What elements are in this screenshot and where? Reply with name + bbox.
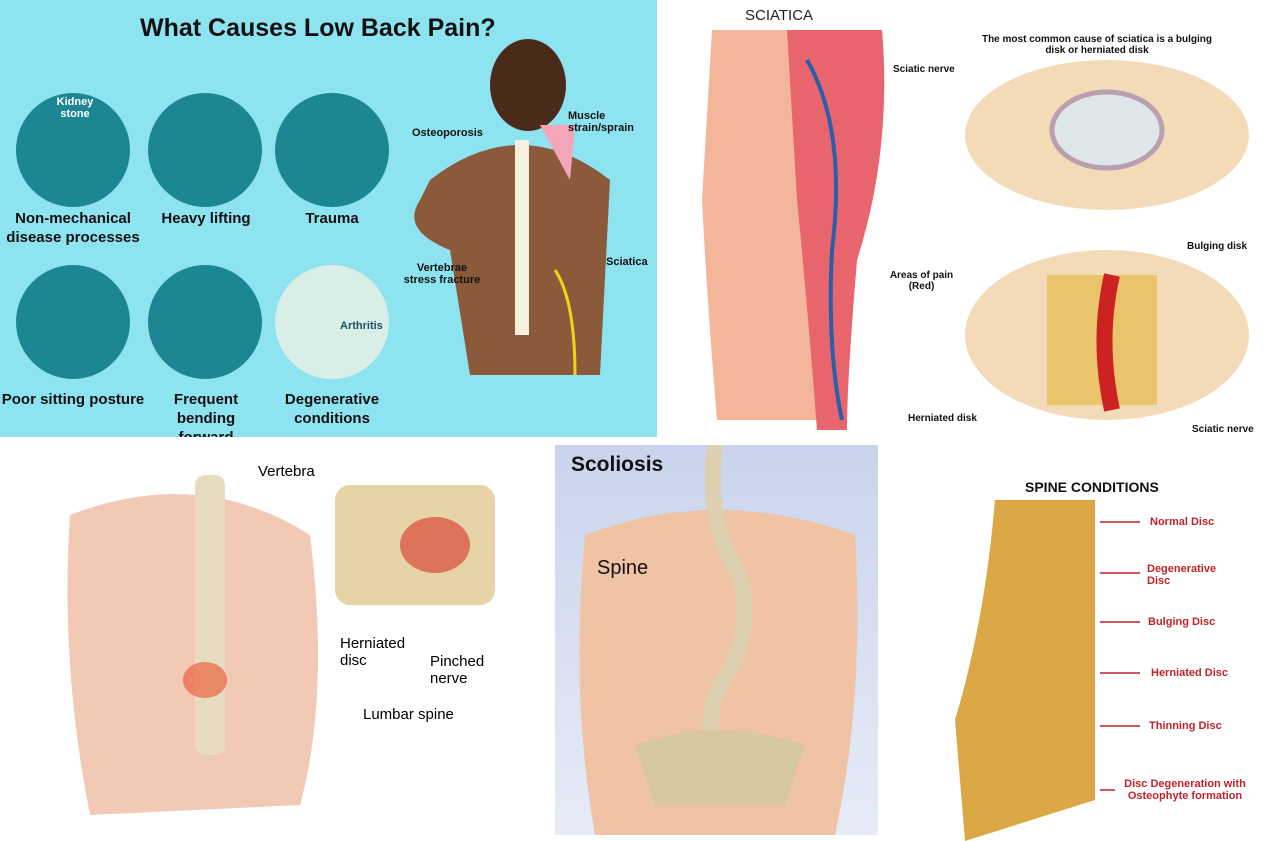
sciatic-nerve-label: Sciatic nerve bbox=[1192, 424, 1254, 435]
bending-forward-icon bbox=[148, 265, 262, 379]
condition-label: Herniated Disc bbox=[1151, 667, 1229, 679]
low-back-pain-panel: What Causes Low Back Pain? Kidney stone … bbox=[0, 0, 657, 437]
sciatic-nerve-label: Sciatic nerve bbox=[893, 64, 955, 75]
muscle-strain-label: Muscle strain/sprain bbox=[568, 110, 635, 134]
scoliosis-illustration bbox=[579, 445, 858, 835]
condition-label: Normal Disc bbox=[1150, 516, 1215, 528]
sciatica-panel: SCIATICA The most common cause of sciati… bbox=[657, 0, 1280, 437]
cause-label: Heavy lifting bbox=[161, 210, 251, 227]
trauma-icon bbox=[275, 93, 389, 207]
spine-column-illustration bbox=[955, 500, 1140, 841]
spine-label: Spine bbox=[597, 557, 649, 579]
lumbar-spine-label: Lumbar spine bbox=[363, 706, 454, 723]
cause-label: Non-mechanical disease processes bbox=[6, 210, 140, 246]
vertebra-label: Vertebra bbox=[258, 463, 315, 480]
spine-conditions-title: SPINE CONDITIONS bbox=[1025, 479, 1159, 495]
legs-illustration bbox=[702, 30, 1249, 430]
herniated-disc-label: Herniated disc bbox=[340, 635, 406, 669]
sciatica-label: Sciatica bbox=[606, 256, 648, 268]
cause-label: Degenerative conditions bbox=[284, 391, 380, 427]
spine-conditions-panel: SPINE CONDITIONS Normal Disc Degenerativ… bbox=[945, 470, 1280, 841]
lumbar-panel: Vertebra Herniated disc Pinched nerve Lu… bbox=[0, 445, 545, 841]
inset-label: Arthritis bbox=[340, 320, 383, 332]
sitting-posture-icon bbox=[16, 265, 130, 379]
panel-title: What Causes Low Back Pain? bbox=[140, 14, 496, 42]
arthritis-icon bbox=[275, 265, 389, 379]
stress-fracture-label: Vertebrae stress fracture bbox=[403, 262, 481, 286]
scoliosis-panel: Scoliosis Spine bbox=[555, 445, 878, 835]
condition-label: Degenerative Disc bbox=[1147, 563, 1217, 587]
bulging-disk-label: Bulging disk bbox=[1187, 241, 1247, 252]
sciatica-note: The most common cause of sciatica is a b… bbox=[981, 34, 1213, 56]
back-figure-illustration bbox=[414, 39, 610, 376]
inset-label: Kidney stone bbox=[56, 96, 94, 120]
condition-label: Thinning Disc bbox=[1149, 720, 1222, 732]
sciatica-title: SCIATICA bbox=[745, 7, 814, 24]
cause-label: Frequent bending forward bbox=[173, 391, 239, 437]
areas-of-pain-label: Areas of pain (Red) bbox=[889, 270, 954, 292]
condition-label: Disc Degeneration with Osteophyte format… bbox=[1124, 778, 1246, 802]
heavy-lifting-icon bbox=[148, 93, 262, 207]
pinched-nerve-label: Pinched nerve bbox=[430, 653, 485, 687]
condition-label: Bulging Disc bbox=[1148, 616, 1216, 628]
back-spine-illustration bbox=[67, 475, 495, 815]
cause-label: Trauma bbox=[305, 210, 359, 227]
kidney-stone-icon bbox=[16, 93, 130, 207]
scoliosis-title: Scoliosis bbox=[571, 453, 664, 476]
herniated-disk-label: Herniated disk bbox=[908, 413, 977, 424]
cause-label: Poor sitting posture bbox=[1, 391, 145, 408]
osteoporosis-label: Osteoporosis bbox=[412, 127, 483, 139]
